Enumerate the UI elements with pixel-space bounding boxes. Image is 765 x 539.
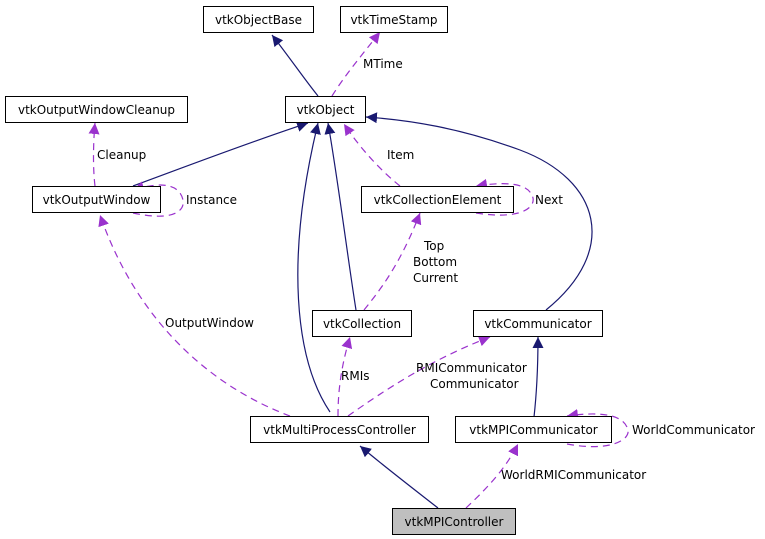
node-vtkobjectbase[interactable]: vtkObjectBase [203, 6, 314, 33]
node-vtkcollection[interactable]: vtkCollection [312, 310, 412, 337]
edge-label-mtime: MTime [363, 57, 403, 71]
edge-multiprocess-to-communicator [347, 335, 491, 417]
edge-label-worldrmicommunicator: WorldRMICommunicator [501, 468, 647, 482]
edge-object-to-objectbase [271, 34, 319, 97]
edge-collection-to-collectionelement [363, 212, 422, 311]
edge-mpicontroller-to-mpicommunicator [465, 443, 519, 509]
edge-label-worldcommunicator: WorldCommunicator [632, 423, 755, 437]
node-vtktimestamp[interactable]: vtkTimeStamp [340, 6, 448, 33]
edge-mpicommunicator-to-communicator [532, 336, 544, 418]
edge-collectionelement-to-object [343, 123, 401, 187]
edge-collection-to-object [324, 122, 357, 311]
edge-outputwindow-self-instance [132, 181, 184, 217]
edge-label-bottom: Bottom [413, 255, 458, 269]
edge-label-outputwindow: OutputWindow [165, 316, 254, 330]
edge-outputwindow-to-object [132, 121, 309, 187]
edge-label-top: Top [424, 239, 445, 253]
edge-label-item: Item [387, 148, 415, 162]
edge-label-instance: Instance [186, 193, 238, 207]
edge-label-rmicommunicator: RMICommunicator [416, 361, 527, 375]
edge-label-next: Next [535, 193, 563, 207]
edge-label-current: Current [413, 271, 459, 285]
edge-collectionelement-self-next [475, 178, 534, 216]
edge-object-to-timestamp [331, 31, 381, 97]
edge-multiprocess-to-object [297, 122, 331, 413]
edge-multiprocess-to-outputwindow [98, 214, 291, 417]
node-vtkoutputwindow[interactable]: vtkOutputWindow [32, 186, 161, 213]
edge-mpicontroller-to-multiprocess [359, 445, 439, 509]
node-vtkmpicommunicator[interactable]: vtkMPICommunicator [455, 416, 612, 443]
node-vtkcommunicator[interactable]: vtkCommunicator [473, 310, 603, 337]
node-vtkobject[interactable]: vtkObject [285, 96, 366, 123]
edge-multiprocess-to-collection [337, 336, 353, 417]
node-vtkmultiprocesscontroller[interactable]: vtkMultiProcessController [250, 416, 429, 443]
edge-outputwindow-to-cleanup [88, 122, 100, 187]
node-vtkmpicontroller[interactable]: vtkMPIController [392, 508, 516, 535]
node-vtkoutputwindowcleanup[interactable]: vtkOutputWindowCleanup [5, 96, 188, 123]
edge-label-rmis: RMIs [341, 369, 370, 383]
edge-communicator-to-object [365, 112, 593, 311]
edge-label-communicator: Communicator [430, 377, 519, 391]
edge-label-cleanup: Cleanup [97, 148, 147, 162]
node-vtkcollectionelement[interactable]: vtkCollectionElement [361, 186, 514, 213]
